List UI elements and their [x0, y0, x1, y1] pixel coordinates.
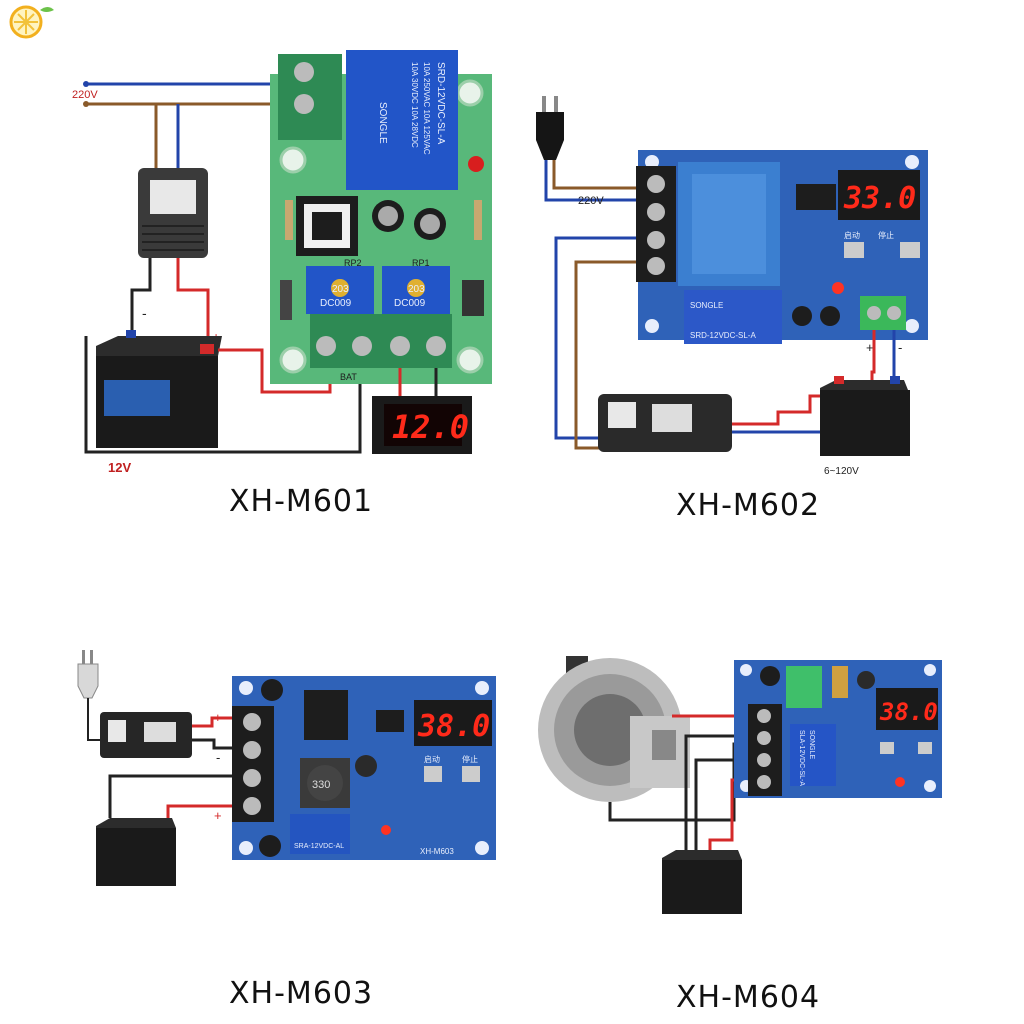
caption-xh-m601: XH-M601 [229, 484, 374, 519]
pot-rp2-mark: DC009 [320, 298, 352, 309]
relay-model-text-2: SRD-12VDC-SL-A [690, 331, 756, 340]
relay-model-text-3: SRA-12VDC-AL [294, 843, 344, 850]
power-adapter-2 [100, 712, 192, 758]
battery-6-120v [820, 376, 910, 456]
panel-xh-m601: 220V - + 12V [0, 0, 520, 530]
mains-plug-2 [77, 650, 99, 699]
battery-12v-4 [662, 850, 742, 914]
relay-model-text-4: SLA-12VDC-SL-A [798, 730, 805, 786]
stop-button [900, 242, 920, 258]
battery-voltage-label: 12V [108, 460, 131, 475]
xh-m604-wiring-diagram: SONGLE SLA-12VDC-SL-A 38.0 [538, 656, 942, 914]
xh-m602-display-reading: 33.0 [843, 181, 916, 216]
battery-12v-3 [96, 818, 176, 886]
supply-voltage-label: 220V [72, 89, 98, 101]
inductor-label: 330 [312, 779, 330, 791]
xh-m603-board: 330 SRA-12VDC-AL 38.0 启动 停止 XH-M603 [232, 676, 496, 860]
relay-brand-text: SONGLE [377, 102, 388, 144]
battery-neg-label-2: - [898, 340, 902, 355]
relay-brand-text-4: SONGLE [808, 730, 815, 760]
caption-xh-m603: XH-M603 [229, 976, 374, 1011]
pot-rp1-label: RP1 [412, 258, 430, 268]
panel-xh-m603: + - + 330 SRA-12VDC-AL [0, 530, 520, 1024]
relay-model-text: SRD-12VDC-SL-A [435, 62, 446, 145]
shop-logo [4, 2, 60, 42]
input-pos-label: + [214, 710, 222, 725]
start-button-label: 启动 [844, 230, 860, 240]
charger-adapter [598, 394, 732, 452]
relay-rating-text-2: 10A 30VDC 10A 28VDC [410, 62, 419, 148]
xh-m603-wiring-diagram: + - + 330 SRA-12VDC-AL [77, 650, 496, 886]
start-button-3 [424, 766, 442, 782]
caption-xh-m604: XH-M604 [676, 980, 821, 1015]
xh-m603-display-reading: 38.0 [417, 709, 490, 744]
pot-rp2-code: 203 [332, 284, 349, 295]
alternator [538, 656, 690, 802]
board-model-silk: XH-M603 [420, 847, 454, 856]
caption-xh-m602: XH-M602 [676, 488, 821, 523]
panel-xh-m604: SONGLE SLA-12VDC-SL-A 38.0 XH-M604 [520, 530, 1024, 1024]
xh-m601-board: SRD-12VDC-SL-A 10A 250VAC 10A 125VAC 10A… [270, 50, 492, 384]
terminal-bat-label: BAT [340, 372, 357, 382]
xh-m604-board: SONGLE SLA-12VDC-SL-A 38.0 [734, 660, 942, 798]
stop-button-label-3: 停止 [462, 754, 478, 764]
voltmeter-display: 12.0 [372, 396, 472, 454]
battery-neg-label: - [142, 305, 147, 321]
battery-voltage-label-2: 6~120V [824, 466, 859, 477]
relay-rating-text-1: 10A 250VAC 10A 125VAC [422, 62, 431, 155]
supply-voltage-label-2: 220V [578, 195, 604, 207]
stop-button-3 [462, 766, 480, 782]
power-adapter [138, 168, 208, 258]
output-pos-label: + [214, 808, 222, 823]
xh-m602-board: SONGLE SRD-12VDC-SL-A 33.0 启动 停止 [636, 150, 928, 344]
pot-rp1-mark: DC009 [394, 298, 426, 309]
lemon-slice-icon [9, 5, 54, 39]
mains-plug [536, 96, 564, 160]
pot-rp1-code: 203 [408, 284, 425, 295]
stop-button-label: 停止 [878, 230, 894, 240]
panel-xh-m602: 220V SONGLE SRD-12VDC-SL-A 33.0 启动 [520, 0, 1024, 530]
voltmeter-reading: 12.0 [392, 408, 469, 446]
start-button-label-3: 启动 [424, 754, 440, 764]
start-button [844, 242, 864, 258]
xh-m601-wiring-diagram: 220V - + 12V [72, 50, 492, 475]
xh-m604-display-reading: 38.0 [879, 698, 938, 726]
input-neg-label: - [216, 750, 220, 765]
battery-pos-label-2: + [866, 340, 874, 355]
pot-rp2-label: RP2 [344, 258, 362, 268]
battery-12v [96, 330, 222, 448]
relay-brand-text-2: SONGLE [690, 301, 723, 310]
xh-m602-wiring-diagram: 220V SONGLE SRD-12VDC-SL-A 33.0 启动 [536, 96, 928, 477]
